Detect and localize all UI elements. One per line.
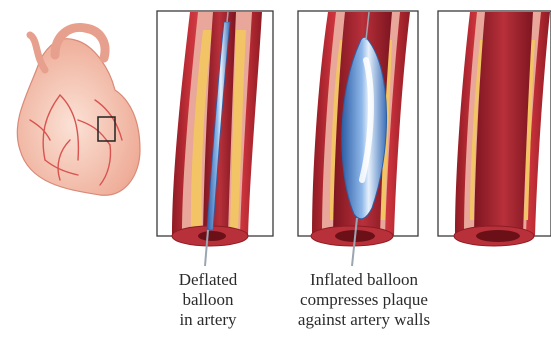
heart-illustration xyxy=(17,27,140,195)
artery-lumen-opening xyxy=(476,230,520,242)
panel-deflated xyxy=(157,11,273,266)
artery-segment xyxy=(454,12,550,246)
heart-body xyxy=(17,39,140,196)
caption-deflated-balloon: Deflated balloon in artery xyxy=(153,270,263,330)
panel-result xyxy=(438,11,551,246)
caption-inflated-balloon: Inflated balloon compresses plaque again… xyxy=(278,270,450,330)
panel-inflated xyxy=(298,11,418,266)
artery-lumen-opening xyxy=(198,231,226,241)
pulmonary-artery xyxy=(30,35,45,70)
